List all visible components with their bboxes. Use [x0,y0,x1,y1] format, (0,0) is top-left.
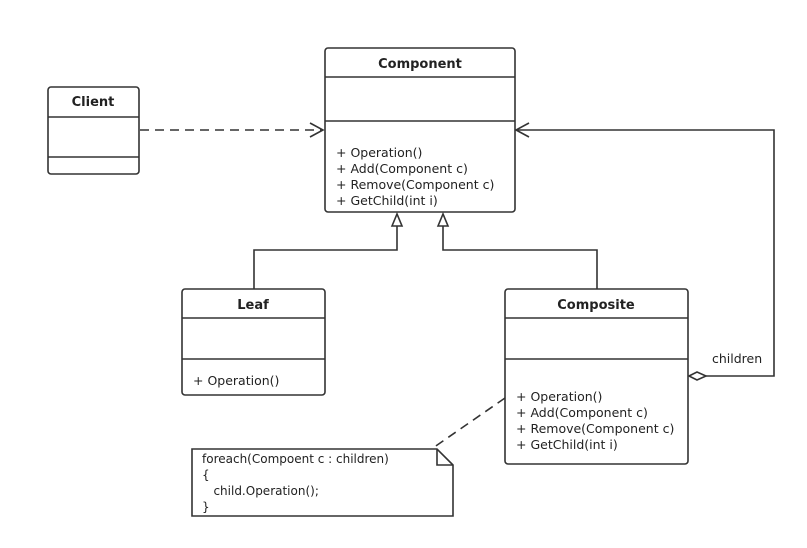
component-method: + GetChild(int i) [336,193,438,208]
component-method: + Add(Component c) [336,161,468,176]
class-client-name: Client [72,95,115,110]
composite-method: + Add(Component c) [516,405,648,420]
inheritance-arrow-leaf [253,211,404,290]
component-method: + Operation() [336,145,422,160]
class-composite[interactable]: Composite + Operation() + Add(Component … [504,288,689,465]
aggregation-children: children [514,122,775,381]
composite-method: + Remove(Component c) [516,421,674,436]
note-line: foreach(Compoent c : children) [202,452,389,466]
note-line: { [202,468,210,482]
inheritance-arrow-composite [436,211,598,290]
note-connector [429,397,506,451]
leaf-method: + Operation() [193,373,279,388]
aggregation-label: children [712,351,762,366]
class-leaf-name: Leaf [237,298,269,313]
note-line: } [202,500,210,514]
dependency-arrow-client-component [140,122,325,138]
class-composite-name: Composite [557,298,635,313]
note: foreach(Compoent c : children) { child.O… [191,448,454,517]
class-leaf[interactable]: Leaf + Operation() [181,288,326,396]
class-component[interactable]: Component + Operation() + Add(Component … [324,47,516,213]
composite-method: + GetChild(int i) [516,437,618,452]
note-line: child.Operation(); [202,484,319,498]
class-client[interactable]: Client [47,86,140,175]
class-component-name: Component [378,57,462,72]
composite-method: + Operation() [516,389,602,404]
component-method: + Remove(Component c) [336,177,494,192]
